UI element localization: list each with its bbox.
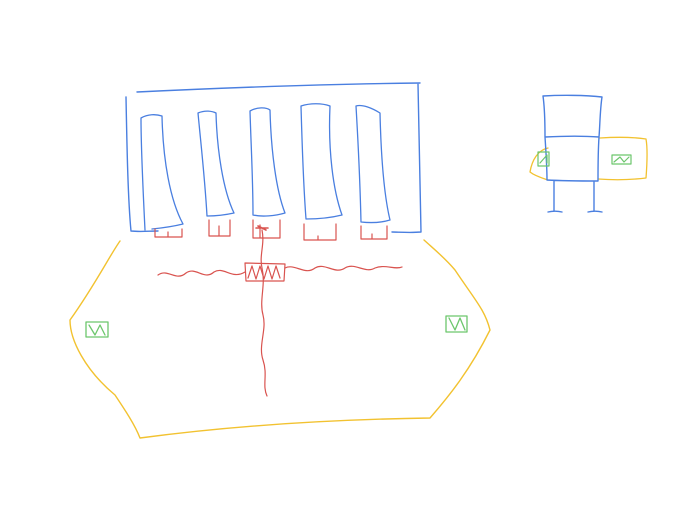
side-unit-body	[542, 94, 603, 213]
side-unit-marker-right	[611, 154, 632, 165]
panel-slot-5	[355, 104, 391, 224]
green-marker-left	[85, 321, 109, 338]
red-top-clip	[255, 225, 269, 231]
red-connector-1	[154, 228, 183, 238]
red-cross-hub	[244, 262, 286, 282]
red-horizontal-cable	[157, 265, 403, 277]
panel-slot-4	[300, 103, 343, 220]
yellow-oval-area	[69, 239, 491, 439]
panel-slot-2	[197, 110, 235, 217]
main-panel-outline	[125, 82, 422, 234]
red-vertical-cable	[260, 229, 268, 397]
panel-slot-1	[140, 114, 184, 231]
green-marker-right	[445, 315, 468, 333]
red-connector-3	[252, 219, 281, 239]
red-connector-4	[303, 223, 337, 241]
red-connector-2	[208, 219, 231, 237]
red-connector-5	[360, 225, 388, 240]
side-unit-marker-left	[537, 151, 550, 167]
panel-slot-3	[249, 107, 286, 217]
